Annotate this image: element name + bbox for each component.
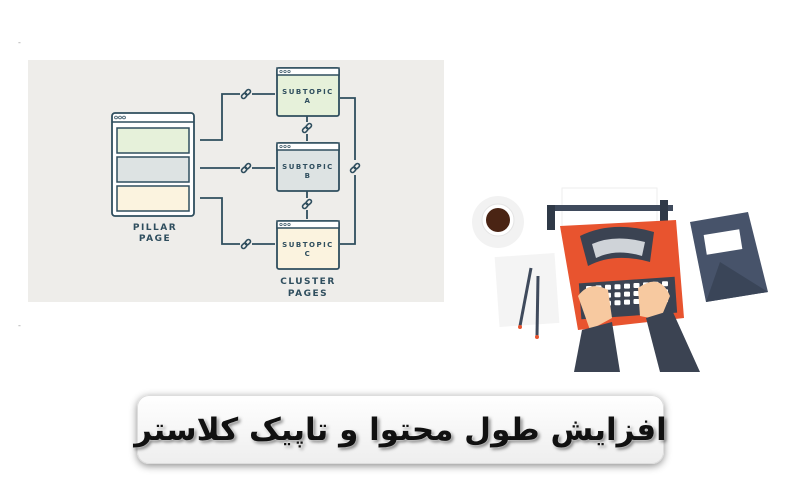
pillar-label-line1: PILLAR: [133, 223, 177, 233]
typewriter-key: [633, 291, 640, 296]
typewriter-key: [624, 283, 630, 289]
typewriter-key: [662, 281, 668, 287]
subtopic-letter: A: [305, 97, 312, 105]
chain-link-icon: [301, 122, 313, 134]
subtopic-label: SUBTOPIC: [282, 163, 334, 171]
cluster-label-line2: PAGES: [288, 289, 328, 299]
typewriter-key: [614, 292, 621, 298]
typewriter-key: [614, 284, 621, 290]
diagram-background: [28, 60, 444, 302]
stray-mark: -: [18, 38, 21, 47]
notebook: [690, 212, 768, 302]
subtopic-label: SUBTOPIC: [282, 88, 334, 96]
typewriter-key: [605, 284, 611, 290]
pillar-label-line2: PAGE: [139, 234, 171, 244]
typewriter-key: [633, 299, 640, 304]
subtopic-letter: B: [305, 172, 312, 180]
typewriter-key: [614, 300, 621, 306]
title-text: افزایش طول محتوا و تاپیک کلاستر: [134, 411, 667, 448]
chain-link-icon: [240, 162, 252, 174]
pencils: [518, 267, 540, 339]
pillar-cluster-diagram: PILLAR PAGE SUBTOPICASUBTOPICBSUBTOPICC …: [28, 60, 444, 302]
chain-link-icon: [301, 198, 313, 210]
hands: [574, 281, 700, 372]
chain-link-icon: [349, 162, 361, 174]
stray-mark: -: [18, 321, 21, 330]
pillar-page-window: [111, 112, 195, 217]
typewriter-key: [624, 291, 630, 297]
subtopic-letter: C: [305, 250, 312, 258]
subtopic-label: SUBTOPIC: [282, 241, 334, 249]
title-banner: افزایش طول محتوا و تاپیک کلاستر: [134, 395, 667, 464]
typewriter-illustration: [472, 187, 768, 372]
coffee-cup: [472, 196, 524, 248]
typewriter-key: [633, 283, 640, 288]
connector-lines: [200, 93, 356, 245]
chain-link-icon: [240, 238, 252, 250]
cluster-label-line1: CLUSTER: [280, 277, 336, 287]
typewriter-key: [624, 299, 630, 305]
chain-link-icon: [240, 88, 252, 100]
